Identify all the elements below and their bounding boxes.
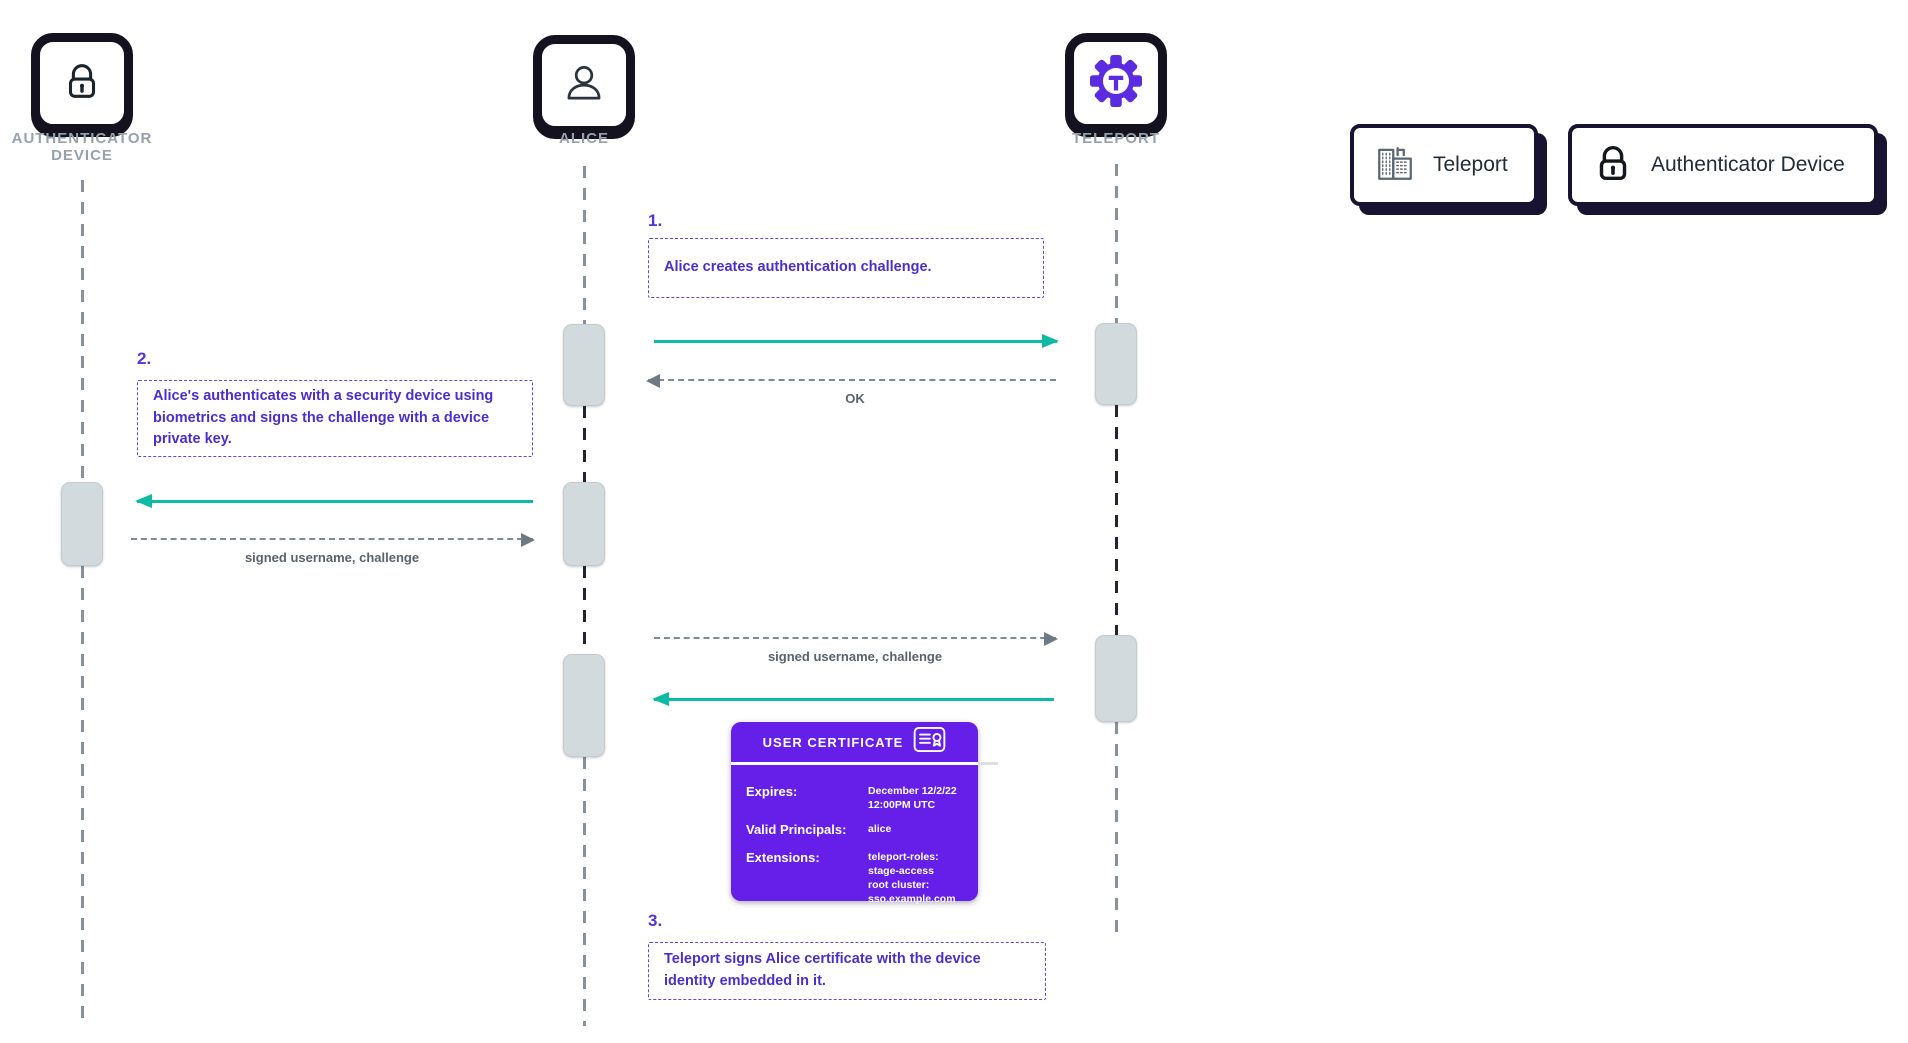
alice-lifeline <box>582 566 586 654</box>
teleport-gear-icon <box>1089 54 1143 113</box>
alice-actor <box>533 35 635 135</box>
step-3-number: 3. <box>648 911 663 930</box>
step-2-number: 2. <box>137 349 152 368</box>
step-2-note: Alice's authenticates with a security de… <box>137 380 533 457</box>
certificate-field-value: teleport-roles: stage-access root cluste… <box>868 851 956 905</box>
certificate-title: USER CERTIFICATE <box>762 734 904 750</box>
certificate-icon <box>913 726 946 758</box>
teleport-activation-bar <box>1095 323 1137 405</box>
teleport-lifeline <box>1114 405 1118 635</box>
certificate-field-value: December 12/2/22 12:00PM UTC <box>868 785 957 811</box>
alice-lifeline <box>582 166 586 324</box>
lock-icon <box>1590 140 1636 191</box>
teleport-label: TELEPORT <box>1071 130 1160 147</box>
step-1-text: Alice creates authentication challenge. <box>664 259 932 276</box>
alice-activation-bar <box>563 324 605 406</box>
message-ok: OK <box>845 391 865 406</box>
certificate-field-value: alice <box>868 823 892 835</box>
teleport-actor <box>1065 33 1167 133</box>
arrow-certificate-to-alice <box>652 691 1054 707</box>
lock-icon <box>59 58 105 109</box>
certificate-body: Expires: December 12/2/22 12:00PM UTC Va… <box>731 764 978 906</box>
teleport-lifeline <box>1114 722 1118 940</box>
certificate-divider <box>731 762 978 765</box>
alice-activation-bar <box>563 482 605 566</box>
authenticator-activation-bar <box>61 482 103 566</box>
certificate-field-label: Valid Principals: <box>746 822 847 837</box>
certificate-field-label: Extensions: <box>746 850 820 865</box>
alice-lifeline <box>582 406 586 482</box>
certificate-row-principals: Valid Principals: alice <box>746 822 968 840</box>
step-3-note: Teleport signs Alice certificate with th… <box>648 942 1046 1000</box>
arrow-to-authenticator <box>135 493 533 509</box>
message-signed-username-challenge: signed username, challenge <box>244 550 420 565</box>
building-icon <box>1372 142 1418 189</box>
authenticator-lifeline <box>80 566 84 1026</box>
authenticator-device-actor <box>31 33 133 133</box>
certificate-row-expires: Expires: December 12/2/22 12:00PM UTC <box>746 784 968 814</box>
authenticator-device-label: AUTHENTICATOR DEVICE <box>11 130 153 165</box>
authenticator-lifeline <box>80 180 84 482</box>
alice-lifeline <box>582 757 586 1026</box>
step-1-number: 1. <box>648 211 663 230</box>
teleport-activation-bar <box>1095 635 1137 722</box>
legend-item-authenticator-device: Authenticator Device <box>1568 124 1878 206</box>
legend-teleport-label: Teleport <box>1433 153 1508 176</box>
certificate-field-label: Expires: <box>746 784 798 799</box>
alice-activation-bar <box>563 654 605 757</box>
legend-authenticator-label: Authenticator Device <box>1651 153 1845 176</box>
step-1-note: Alice creates authentication challenge. <box>648 238 1044 298</box>
alice-label: ALICE <box>559 130 609 147</box>
step-2-text: Alice's authenticates with a security de… <box>153 387 494 448</box>
arrow-challenge-to-teleport <box>654 333 1059 349</box>
user-certificate-card: USER CERTIFICATE Expires: December 12/2/… <box>731 722 998 905</box>
arrow-signed-to-teleport <box>654 630 1058 646</box>
step-3-text: Teleport signs Alice certificate with th… <box>664 951 981 989</box>
legend-item-teleport: Teleport <box>1350 124 1538 206</box>
user-icon <box>559 58 609 113</box>
certificate-divider-stub <box>978 762 998 765</box>
arrow-ok-to-alice <box>646 372 1056 388</box>
message-signed-username-challenge: signed username, challenge <box>767 649 943 664</box>
certificate-header: USER CERTIFICATE <box>731 722 978 762</box>
arrow-signed-to-alice <box>131 531 535 547</box>
teleport-lifeline <box>1114 164 1118 323</box>
certificate-row-extensions: Extensions: teleport-roles: stage-access… <box>746 850 968 906</box>
